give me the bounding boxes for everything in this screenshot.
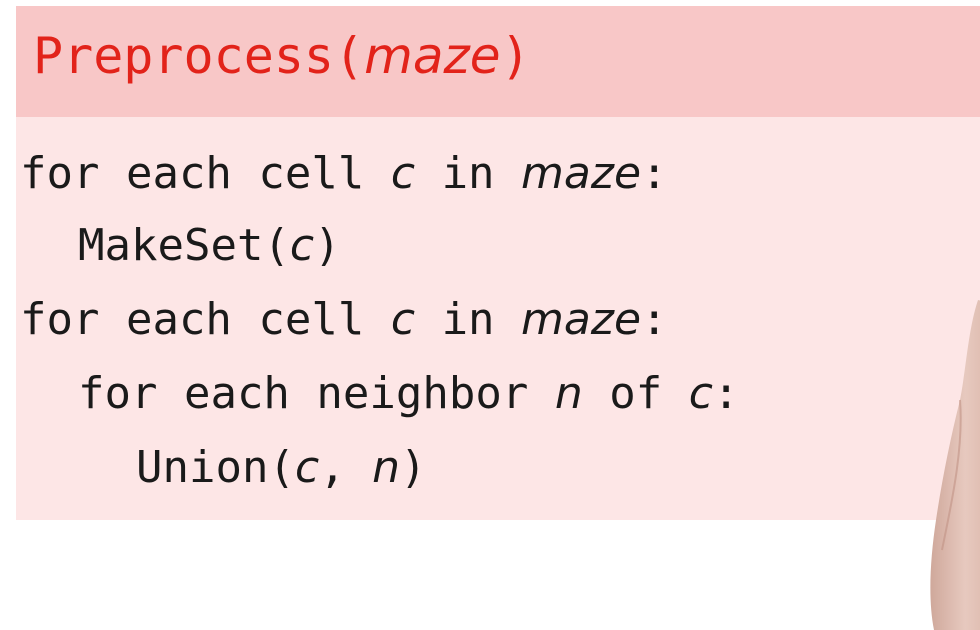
code-text: ) <box>314 220 341 271</box>
code-text: in <box>415 294 522 345</box>
code-text: : <box>641 294 668 345</box>
code-text: for each cell <box>20 148 391 199</box>
code-variable: c <box>390 294 416 345</box>
code-line-outer-loop-1: for each cell c in maze: <box>20 146 668 202</box>
code-text: of <box>582 368 689 419</box>
code-variable: c <box>688 368 713 419</box>
parameter-name: maze <box>364 27 501 85</box>
code-variable: n <box>372 442 401 493</box>
code-text: in <box>415 148 522 199</box>
code-text: ) <box>400 442 427 493</box>
code-variable: c <box>289 220 315 271</box>
code-text: for each neighbor <box>78 368 555 419</box>
code-line-inner-loop: for each neighbor n of c: <box>78 366 739 422</box>
code-variable: maze <box>521 294 642 345</box>
code-variable: c <box>294 442 320 493</box>
algorithm-title: Preprocess(maze) <box>33 26 531 86</box>
function-name: Preprocess( <box>33 27 365 85</box>
code-text: MakeSet( <box>78 220 290 271</box>
algorithm-body <box>16 117 980 520</box>
code-variable: maze <box>521 148 642 199</box>
code-text: Union( <box>136 442 295 493</box>
code-variable: c <box>390 148 416 199</box>
code-text: for each cell <box>20 294 391 345</box>
code-text: , <box>319 442 373 493</box>
code-line-makeset: MakeSet(c) <box>78 218 341 274</box>
algorithm-block: Preprocess(maze) <box>16 6 980 520</box>
code-line-union: Union(c, n) <box>136 440 427 496</box>
close-paren: ) <box>500 27 531 85</box>
algorithm-header: Preprocess(maze) <box>16 6 980 117</box>
code-text: : <box>641 148 668 199</box>
code-text: : <box>712 368 740 419</box>
code-line-outer-loop-2: for each cell c in maze: <box>20 292 668 348</box>
presenter-hand <box>930 300 980 630</box>
code-variable: n <box>554 368 583 419</box>
